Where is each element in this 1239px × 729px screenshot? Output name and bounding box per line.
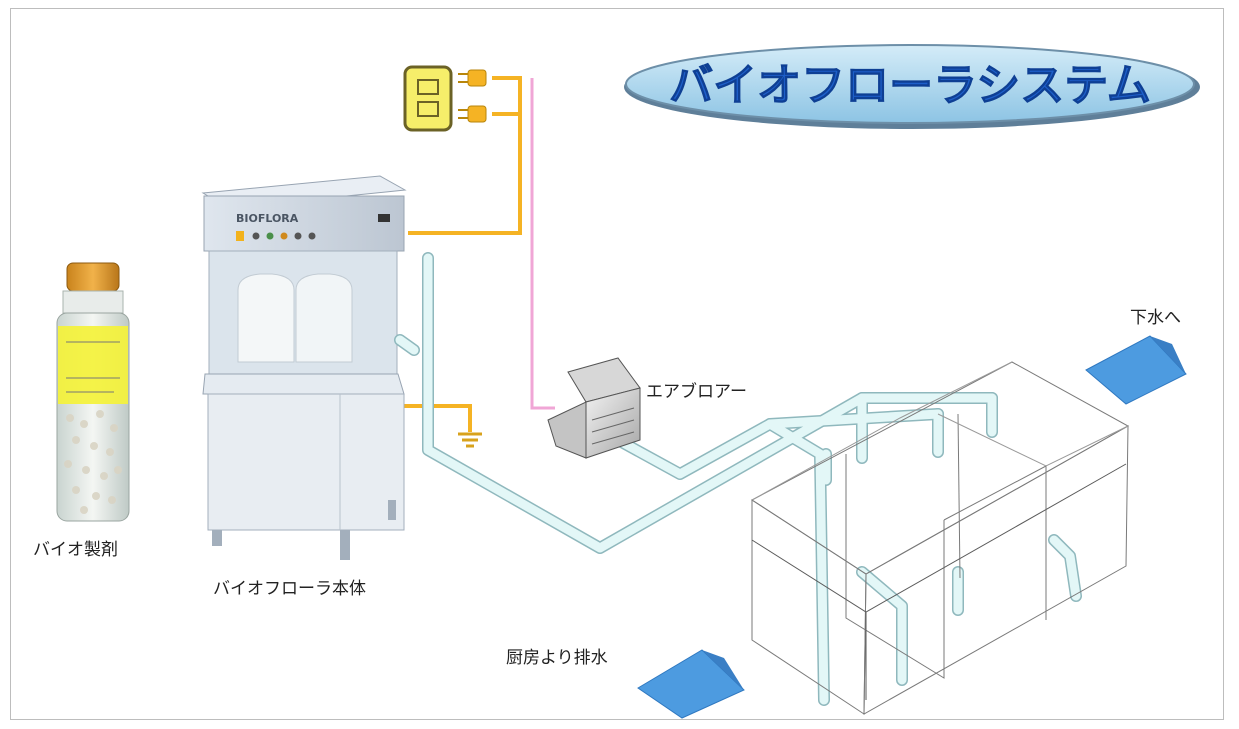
pipes (394, 252, 1082, 706)
label-air-blower: エアブロアー (646, 381, 747, 402)
kitchen-drain-arrow (637, 649, 745, 719)
label-bio-agent: バイオ製剤 (33, 540, 118, 560)
air-blower (547, 357, 641, 459)
diagram-title: バイオフローラシステム (669, 60, 1151, 111)
label-to-sewer: 下水へ (1130, 308, 1181, 328)
unit-brand-label: BIOFLORA (236, 212, 299, 225)
label-kitchen-drain: 厨房より排水 (506, 648, 608, 668)
to-sewer-arrow (1085, 335, 1187, 405)
bio-agent-bottle (56, 262, 130, 522)
control-panel-lamps (236, 231, 316, 241)
power-outlet (403, 65, 453, 132)
bioflora-main-unit: BIOFLORA (201, 175, 407, 560)
ground-icon (458, 432, 482, 448)
septic-tank (751, 361, 1130, 715)
power-plug-icon (458, 69, 487, 123)
air-line (530, 78, 555, 410)
label-main-unit: バイオフローラ本体 (213, 579, 366, 599)
title-banner: バイオフローラシステム (624, 44, 1200, 129)
